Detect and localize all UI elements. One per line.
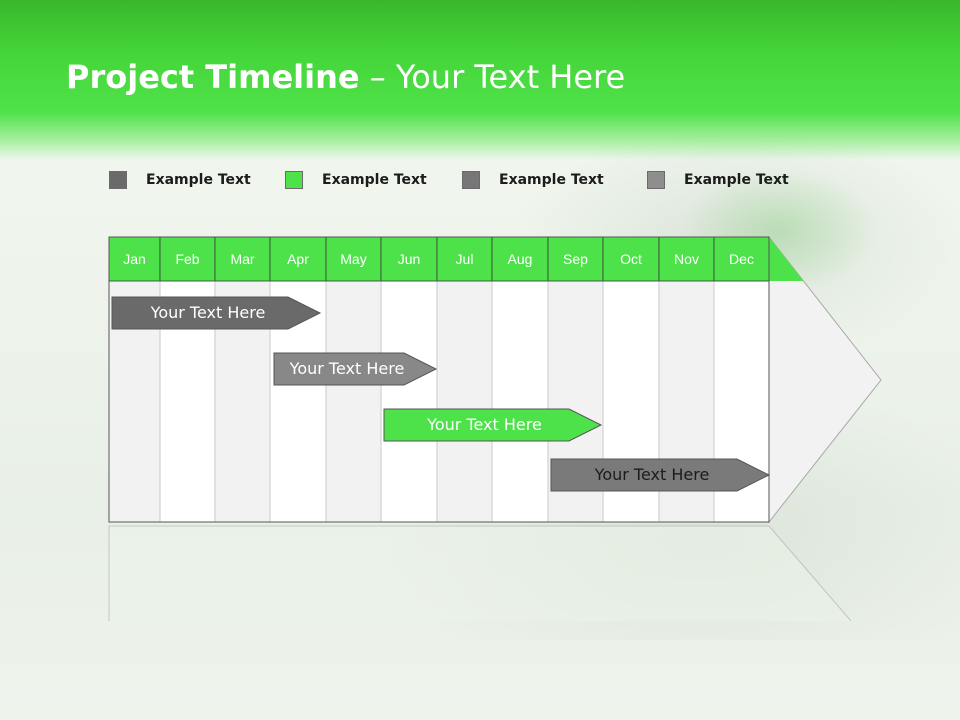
task-bar — [383, 408, 603, 442]
month-label: May — [340, 251, 367, 267]
month-header-cell — [380, 236, 438, 282]
month-label: Aug — [507, 251, 533, 267]
month-label: Dec — [729, 251, 754, 267]
month-column — [491, 280, 549, 523]
timeline-frame — [108, 236, 770, 523]
month-label: Jun — [397, 251, 421, 267]
month-label: Jan — [123, 251, 146, 267]
month-column — [380, 280, 438, 523]
reflection-edge-right — [768, 525, 852, 622]
month-label: Mar — [230, 251, 255, 267]
month-column — [436, 280, 493, 523]
task-bar-label: Your Text Here — [594, 465, 710, 484]
month-header-cell — [269, 236, 327, 282]
month-label: Jul — [455, 251, 474, 267]
legend-label: Example Text — [322, 172, 427, 188]
legend-label: Example Text — [684, 172, 789, 188]
legend-swatch — [647, 171, 665, 189]
month-header-cell — [491, 236, 549, 282]
arrow-head-band — [769, 237, 804, 281]
task-bar — [111, 296, 322, 330]
month-column — [325, 280, 382, 523]
task-bar — [273, 352, 438, 386]
month-label: Apr — [287, 251, 309, 267]
month-header-cell — [325, 236, 382, 282]
month-label: Nov — [674, 251, 699, 267]
legend-label: Example Text — [146, 172, 251, 188]
month-header-cell — [214, 236, 271, 282]
title-rest: – Your Text Here — [359, 58, 626, 96]
task-bar-label: Your Text Here — [427, 415, 542, 434]
month-label: Oct — [620, 251, 642, 267]
timeline-reflection — [109, 526, 851, 621]
legend-swatch — [285, 171, 303, 189]
task-bar-label: Your Text Here — [150, 303, 266, 322]
month-label: Sep — [563, 251, 588, 267]
legend-swatch — [109, 171, 127, 189]
month-header-cell — [602, 236, 660, 282]
task-bar — [550, 458, 771, 492]
task-bar-label: Your Text Here — [289, 359, 405, 378]
month-label: Feb — [175, 251, 200, 267]
legend-swatch — [462, 171, 480, 189]
page-title: Project Timeline – Your Text Here — [66, 58, 625, 96]
title-bold: Project Timeline — [66, 58, 360, 96]
month-header-cell — [436, 236, 493, 282]
month-header-cell — [108, 236, 161, 282]
legend-label: Example Text — [499, 172, 604, 188]
header-band — [0, 0, 960, 160]
